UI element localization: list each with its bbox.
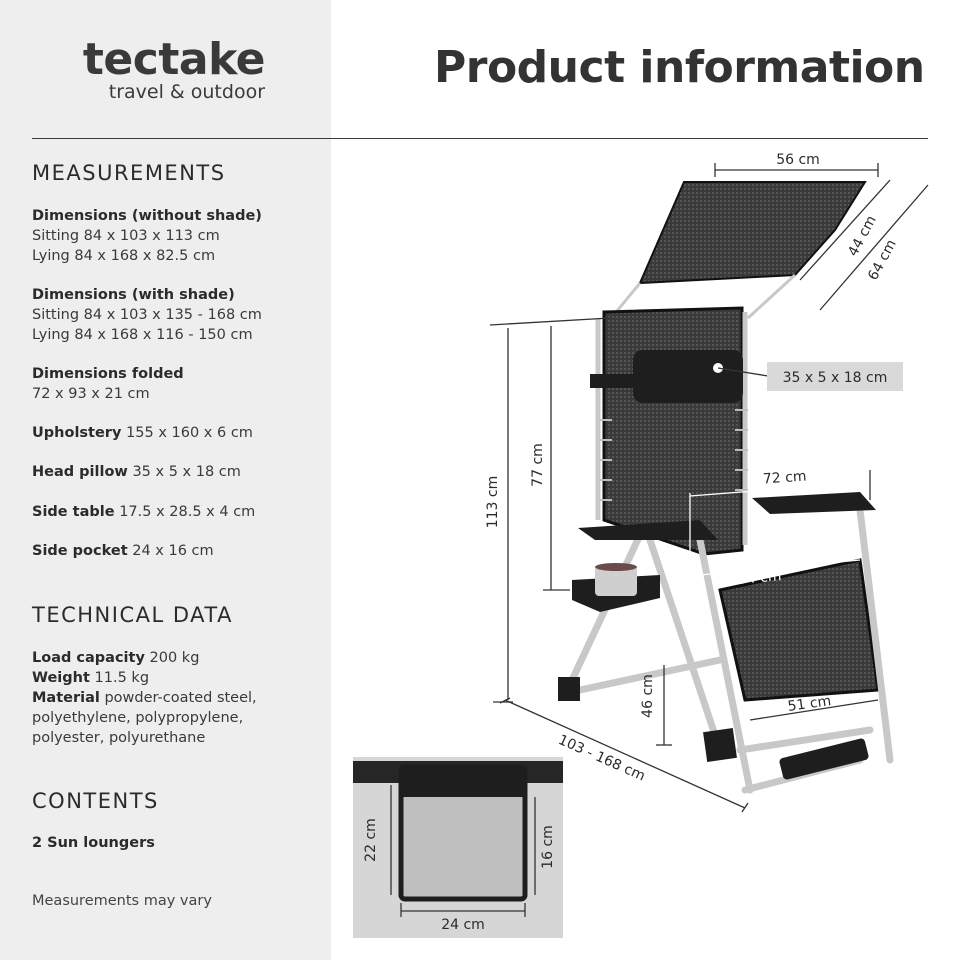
spec-value: Lying 84 x 168 x 82.5 cm bbox=[32, 248, 216, 264]
measurements-note: Measurements may vary bbox=[32, 893, 212, 909]
dim-shade-width: 56 cm bbox=[776, 152, 820, 168]
dim-total-height: 113 cm bbox=[485, 476, 501, 529]
spec-label: Dimensions (with shade) bbox=[32, 287, 235, 303]
spec-label: Dimensions folded bbox=[32, 366, 184, 382]
spec-label: Side pocket bbox=[32, 543, 128, 559]
seat bbox=[718, 558, 880, 702]
spec-value: 35 x 5 x 18 cm bbox=[132, 464, 241, 480]
weight-label: Weight bbox=[32, 670, 90, 686]
spec-upholstery: Upholstery 155 x 160 x 6 cm bbox=[32, 423, 322, 443]
load-value: 200 kg bbox=[149, 650, 200, 666]
side-pocket-inset: 22 cm 16 cm 24 cm bbox=[353, 757, 563, 938]
dim-pocket-width: 24 cm bbox=[441, 917, 485, 933]
spec-head-pillow: Head pillow 35 x 5 x 18 cm bbox=[32, 462, 322, 482]
dim-width-armrest: 72 cm bbox=[762, 469, 807, 488]
technical-heading: TECHNICAL DATA bbox=[32, 603, 233, 627]
spec-value: Lying 84 x 168 x 116 - 150 cm bbox=[32, 327, 253, 343]
spec-label: Head pillow bbox=[32, 464, 128, 480]
dim-pocket-height-outer: 22 cm bbox=[363, 818, 379, 862]
dim-shade-depth-inner: 44 cm bbox=[845, 213, 880, 259]
spec-label: Upholstery bbox=[32, 425, 122, 441]
sidebar bbox=[0, 0, 331, 960]
dim-pillow: 35 x 5 x 18 cm bbox=[783, 370, 888, 386]
spec-side-table: Side table 17.5 x 28.5 x 4 cm bbox=[32, 502, 322, 522]
spec-dimensions-folded: Dimensions folded 72 x 93 x 21 cm bbox=[32, 364, 322, 404]
spec-value: 72 x 93 x 21 cm bbox=[32, 386, 150, 402]
dimension-lines bbox=[489, 163, 929, 813]
brand-tagline: travel & outdoor bbox=[108, 81, 265, 103]
dim-shade-depth-outer: 64 cm bbox=[865, 237, 900, 283]
spec-value: 24 x 16 cm bbox=[132, 543, 214, 559]
spec-dimensions-with-shade: Dimensions (with shade) Sitting 84 x 103… bbox=[32, 285, 322, 345]
dim-seat-front-width: 51 cm bbox=[787, 693, 832, 715]
dim-pocket-height-inner: 16 cm bbox=[540, 825, 556, 869]
contents-heading: CONTENTS bbox=[32, 789, 159, 813]
head-pillow bbox=[590, 350, 743, 403]
spec-label: Side table bbox=[32, 504, 115, 520]
material-value: polyester, polyurethane bbox=[32, 730, 206, 746]
material-label: Material bbox=[32, 690, 100, 706]
spec-side-pocket: Side pocket 24 x 16 cm bbox=[32, 541, 322, 561]
pillow-label-box bbox=[767, 362, 903, 391]
spec-value: Sitting 84 x 103 x 135 - 168 cm bbox=[32, 307, 262, 323]
page-title: Product information bbox=[434, 42, 925, 93]
material-value: polyethylene, polypropylene, bbox=[32, 710, 244, 726]
spec-dimensions-without-shade: Dimensions (without shade) Sitting 84 x … bbox=[32, 206, 322, 266]
elastic-cords bbox=[600, 409, 748, 501]
spec-value: 17.5 x 28.5 x 4 cm bbox=[119, 504, 256, 520]
spec-label: Dimensions (without shade) bbox=[32, 208, 262, 224]
side-table bbox=[572, 563, 660, 612]
armrests bbox=[558, 492, 876, 780]
measurements-heading: MEASUREMENTS bbox=[32, 161, 226, 185]
brand-name: tectake bbox=[82, 34, 266, 85]
sunshade-canopy bbox=[606, 181, 867, 323]
dim-seat-height: 46 cm bbox=[640, 674, 656, 718]
technical-specs: Load capacity 200 kg Weight 11.5 kg Mate… bbox=[32, 648, 322, 748]
dim-seat-width: 54 cm bbox=[737, 568, 782, 588]
header-divider bbox=[32, 138, 928, 139]
load-label: Load capacity bbox=[32, 650, 145, 666]
spec-value: Sitting 84 x 103 x 113 cm bbox=[32, 228, 220, 244]
brand-logo: tectake travel & outdoor bbox=[75, 34, 266, 103]
contents-item: 2 Sun loungers bbox=[32, 835, 155, 851]
weight-value: 11.5 kg bbox=[94, 670, 150, 686]
material-value: powder-coated steel, bbox=[104, 690, 257, 706]
dim-backrest-height: 77 cm bbox=[530, 443, 546, 487]
backrest bbox=[595, 306, 748, 556]
spec-value: 155 x 160 x 6 cm bbox=[126, 425, 253, 441]
